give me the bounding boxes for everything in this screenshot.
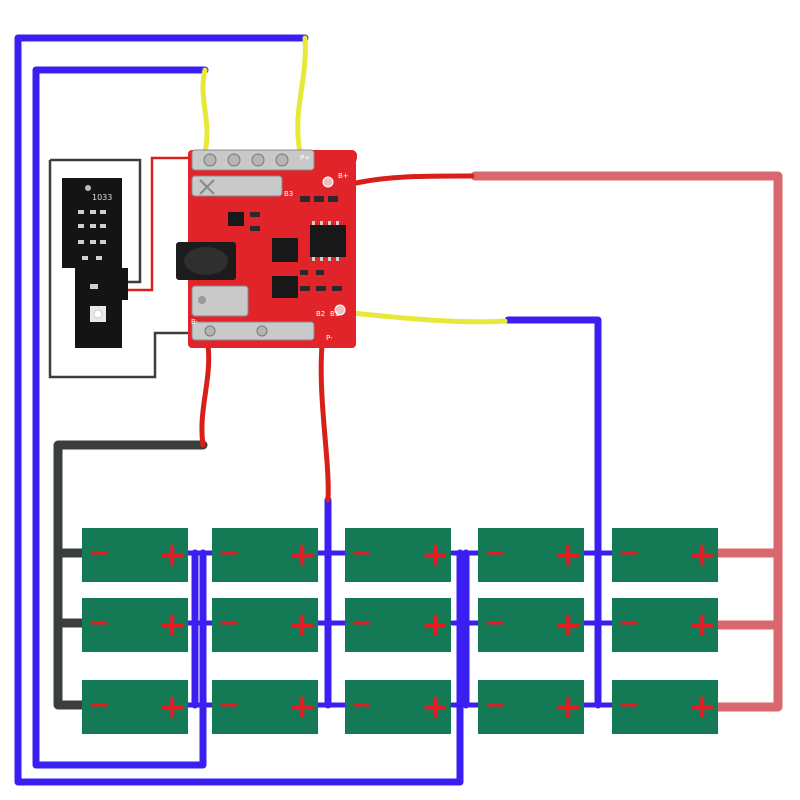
cell-body — [345, 598, 451, 652]
cell-negative-sign: − — [351, 690, 373, 720]
cell-body — [478, 528, 584, 582]
battery-cell: −+ — [345, 598, 451, 652]
led-board-leads — [48, 156, 190, 379]
bms-mosfet-3 — [228, 212, 244, 226]
bms-b-terminal — [191, 175, 283, 197]
led-board-hole — [85, 185, 91, 191]
cell-body — [82, 680, 188, 734]
cell-positive-sign: + — [554, 535, 583, 575]
battery-cell: −+ — [212, 680, 318, 734]
cell-negative-sign: − — [218, 608, 240, 638]
battery-cell: −+ — [212, 528, 318, 582]
led-board-button-dot — [93, 309, 103, 319]
led-indicators — [78, 210, 106, 289]
bms-smd-parts — [250, 196, 342, 291]
cell-body — [345, 680, 451, 734]
blue-cell-links — [184, 550, 615, 708]
battery-cell: −+ — [345, 528, 451, 582]
cell-positive-sign: + — [288, 605, 317, 645]
cell-positive-sign: + — [288, 535, 317, 575]
cell-body — [612, 528, 718, 582]
pack-positive-wire — [470, 171, 783, 712]
battery-cell: −+ — [612, 598, 718, 652]
battery-cell: −+ — [345, 680, 451, 734]
bms-ic-1 — [310, 225, 346, 257]
cell-body — [212, 598, 318, 652]
battery-cell: −+ — [82, 680, 188, 734]
blue-wires — [14, 34, 615, 786]
battery-cell: −+ — [82, 528, 188, 582]
bms-mosfet-1 — [272, 238, 298, 262]
cell-positive-sign: + — [688, 535, 717, 575]
bms-mosfet-2 — [272, 276, 298, 298]
cell-positive-sign: + — [554, 605, 583, 645]
bms-label-b1: B1 — [330, 310, 339, 318]
blue-wire-inner — [32, 66, 209, 769]
pack-negative-wire — [53, 440, 208, 710]
cell-positive-sign: + — [158, 535, 187, 575]
bms-label-p-minus: P- — [326, 334, 333, 342]
bms-label-b3: B3 — [284, 190, 293, 198]
cell-positive-sign: + — [688, 605, 717, 645]
battery-cell: −+ — [212, 598, 318, 652]
cell-negative-sign: − — [618, 690, 640, 720]
battery-cell: −+ — [82, 598, 188, 652]
cell-negative-sign: − — [218, 690, 240, 720]
battery-cell: −+ — [478, 528, 584, 582]
cell-negative-sign: − — [88, 608, 110, 638]
cell-body — [82, 598, 188, 652]
battery-cell: −+ — [478, 598, 584, 652]
yellow-wires — [200, 35, 508, 325]
bms-label-b2: B2 — [316, 310, 325, 318]
bms-pcb-tab — [318, 150, 358, 200]
cell-positive-sign: + — [288, 687, 317, 727]
cell-body — [612, 680, 718, 734]
bms-label-b-minus: B- — [191, 318, 199, 326]
battery-cell: −+ — [612, 528, 718, 582]
cell-body — [345, 528, 451, 582]
cell-positive-sign: + — [421, 687, 450, 727]
cell-negative-sign: − — [484, 538, 506, 568]
red-wires — [199, 173, 475, 503]
bms-protection-board: B- B+ P+ P- B2 B1 B3 — [176, 149, 358, 348]
bms-p-minus-terminal — [191, 285, 249, 317]
cell-positive-sign: + — [158, 605, 187, 645]
led-board-outline — [62, 178, 128, 348]
cell-negative-sign: − — [351, 538, 373, 568]
cell-negative-sign: − — [88, 538, 110, 568]
cell-body — [212, 680, 318, 734]
cell-body — [82, 528, 188, 582]
cell-positive-sign: + — [421, 535, 450, 575]
cell-positive-sign: + — [688, 687, 717, 727]
bms-label-b-plus: B+ — [338, 172, 349, 180]
battery-cell: −+ — [478, 680, 584, 734]
cell-body — [612, 598, 718, 652]
cell-negative-sign: − — [351, 608, 373, 638]
bms-bottom-terminal — [191, 321, 315, 341]
cell-negative-sign: − — [484, 608, 506, 638]
cell-positive-sign: + — [158, 687, 187, 727]
battery-cell-grid: −+−+−+−+−+−+−+−+−+−+−+−+−+−+−+ — [82, 528, 718, 734]
bms-label-p-plus: P+ — [300, 154, 310, 162]
cell-negative-sign: − — [618, 608, 640, 638]
cell-negative-sign: − — [618, 538, 640, 568]
cell-positive-sign: + — [554, 687, 583, 727]
cell-body — [478, 598, 584, 652]
cell-body — [212, 528, 318, 582]
blue-wire-right — [504, 316, 602, 709]
cell-negative-sign: − — [218, 538, 240, 568]
battery-cell: −+ — [612, 680, 718, 734]
led-indicator-board: 1033 — [62, 178, 128, 348]
cell-body — [478, 680, 584, 734]
cell-negative-sign: − — [88, 690, 110, 720]
cell-negative-sign: − — [484, 690, 506, 720]
cell-positive-sign: + — [421, 605, 450, 645]
led-board-label: 1033 — [92, 193, 112, 202]
